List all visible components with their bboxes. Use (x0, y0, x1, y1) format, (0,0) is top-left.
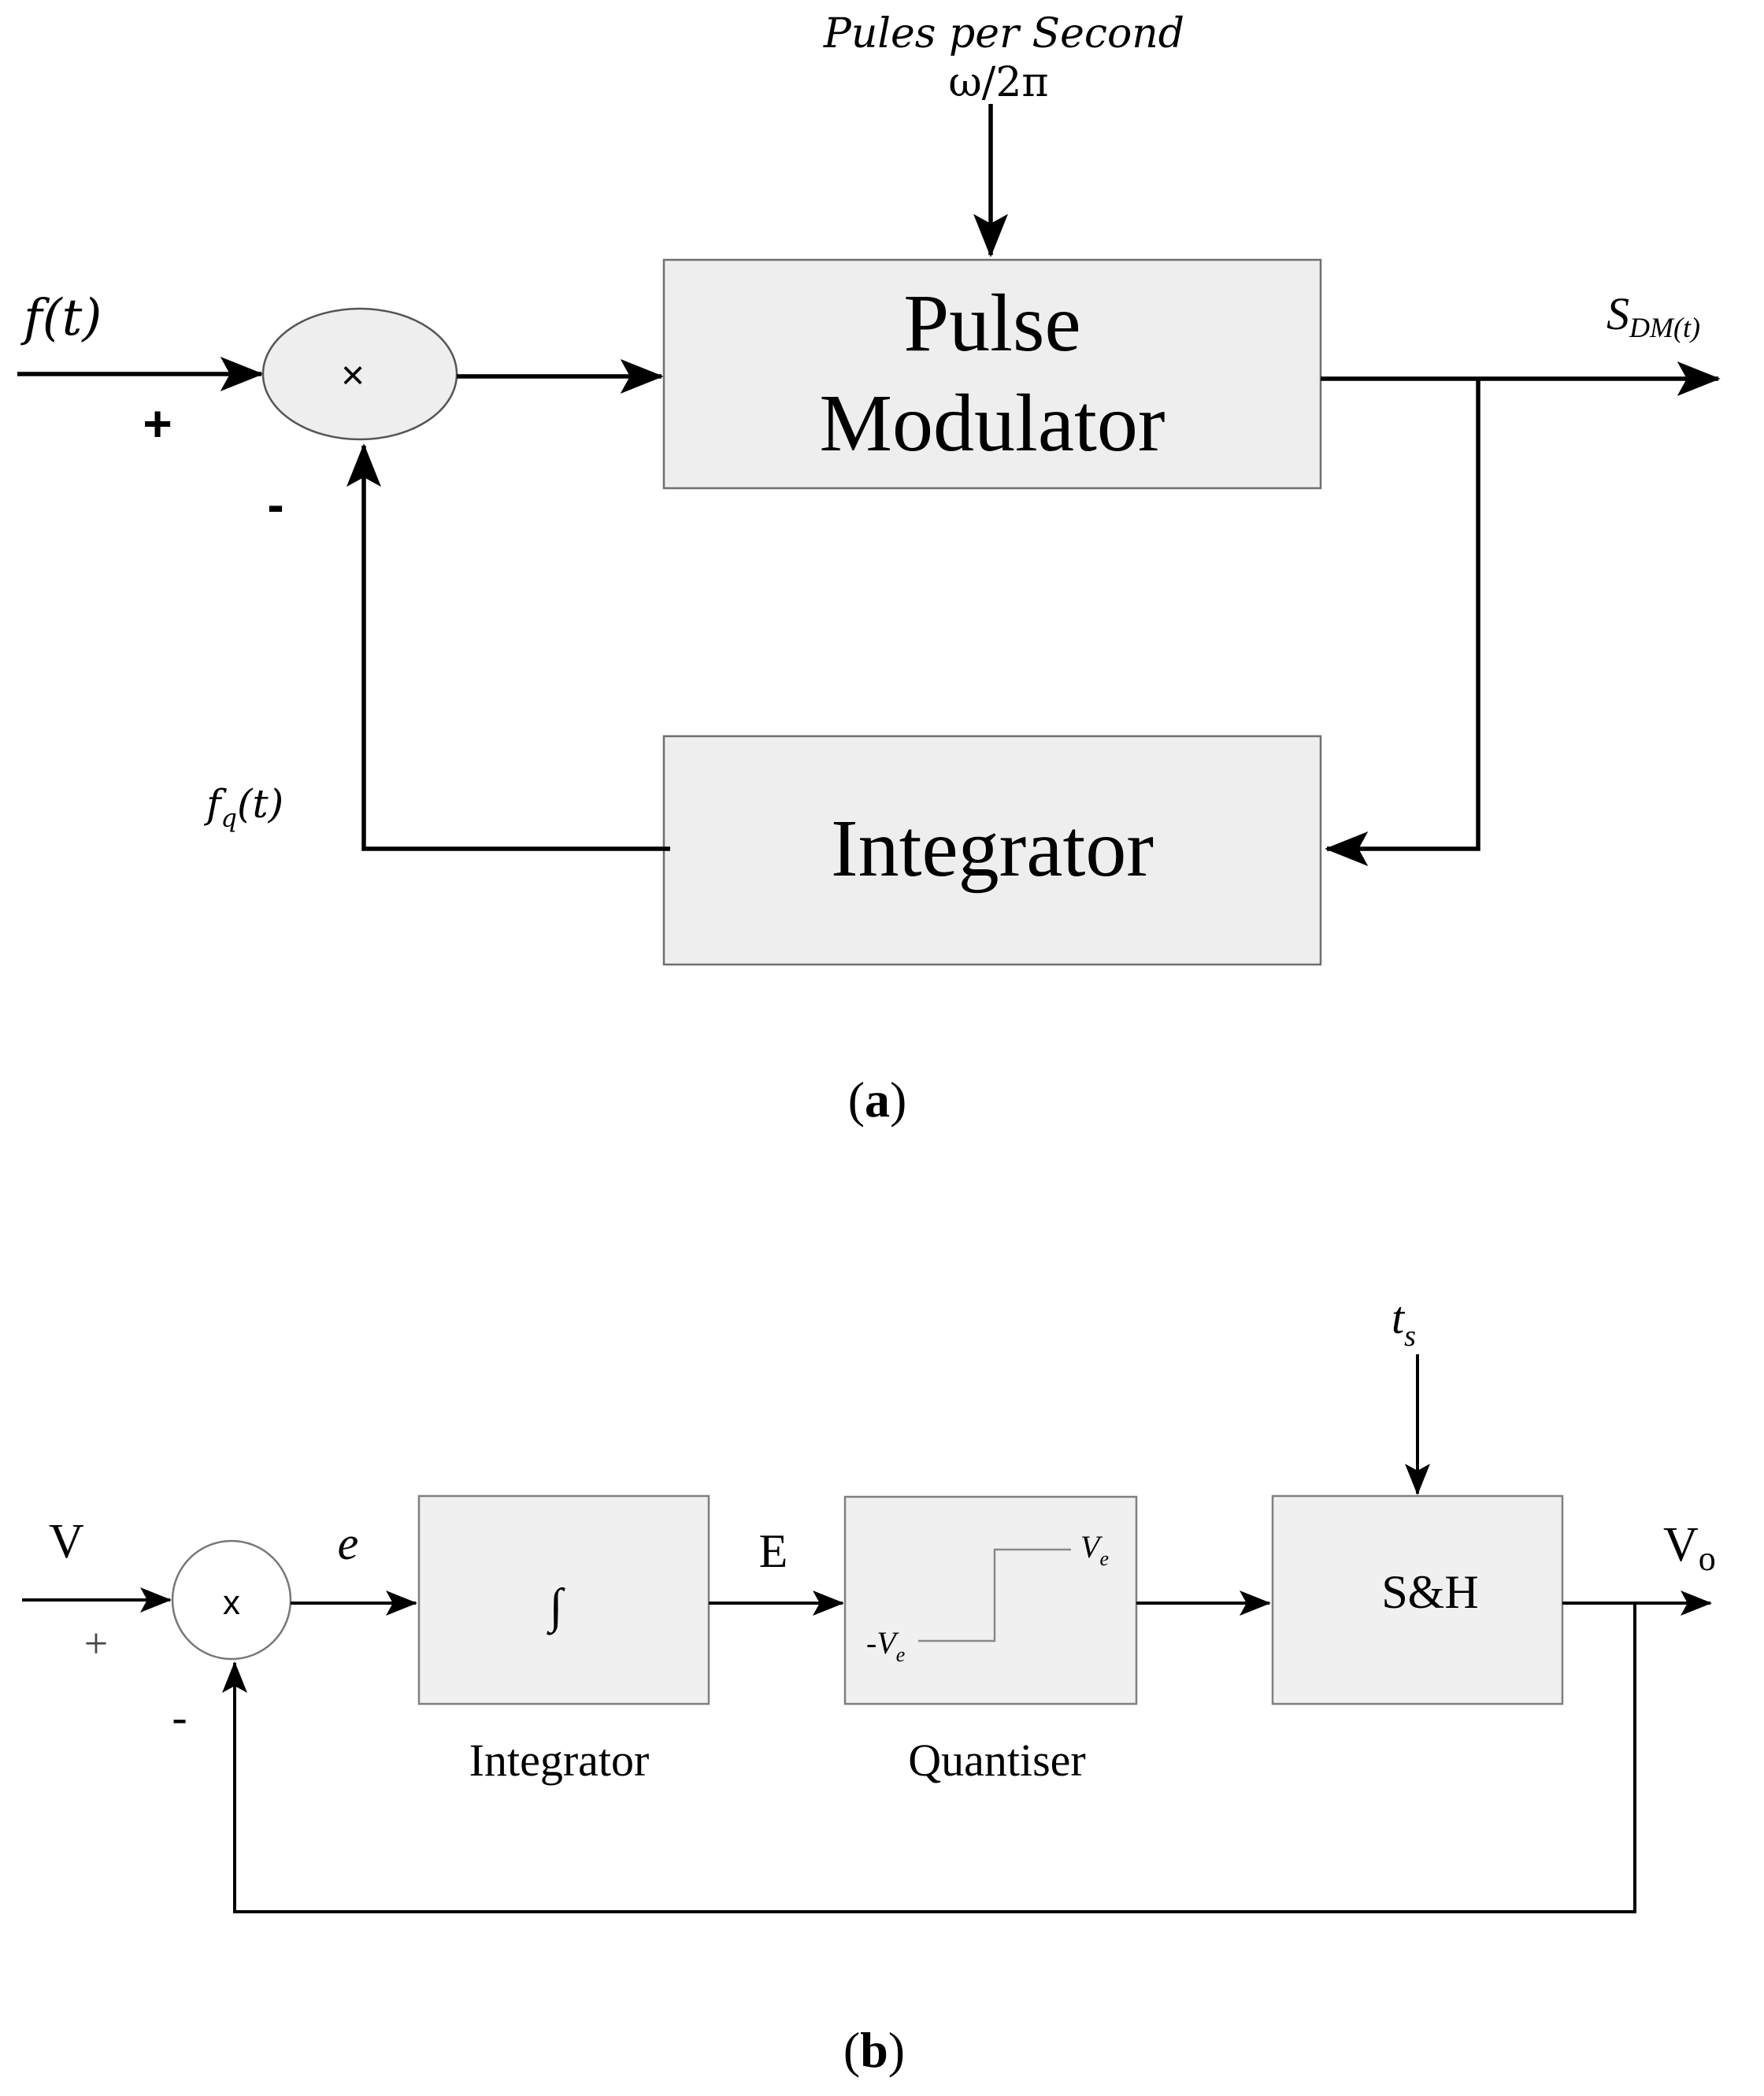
input-label: f(t) (20, 289, 102, 347)
feedback-label: fq(t) (203, 781, 284, 833)
modulator-label-line1: Pulse (903, 278, 1080, 368)
integrator-block-b (417, 1494, 710, 1705)
input-label-v: V (49, 1515, 84, 1568)
quantiser-high-label: Ve (1080, 1529, 1109, 1570)
integrator-caption: Integrator (469, 1735, 650, 1786)
caption-b: (b) (843, 2022, 905, 2078)
feedback-return-line (346, 443, 670, 851)
feedback-down-line (1325, 379, 1480, 866)
plus-sign-b: + (84, 1620, 108, 1667)
integrator-block (662, 735, 1322, 966)
sample-hold-label: S&H (1381, 1566, 1478, 1618)
minus-sign-b: - (172, 1691, 187, 1742)
integrator-label: Integrator (831, 803, 1154, 894)
diagram-a: Pules per Second ω/2π f(t) + - × Pulse M… (17, 10, 1721, 1128)
sample-time-label: ts (1392, 1292, 1416, 1353)
minus-sign: - (267, 476, 284, 533)
mixer-symbol-b: x (223, 1583, 240, 1622)
pulse-rate-label: Pules per Second (823, 10, 1184, 57)
mixer-node-b (171, 1539, 292, 1661)
sample-hold-block (1271, 1494, 1564, 1705)
caption-a: (a) (848, 1072, 907, 1128)
integrator-symbol: ∫ (547, 1579, 566, 1635)
quantiser-low-label: -Ve (866, 1625, 905, 1666)
quantiser-caption: Quantiser (908, 1735, 1086, 1786)
output-label-vo: Vo (1663, 1518, 1716, 1578)
integrated-error-label: E (759, 1525, 788, 1577)
feedback-path-b (222, 1603, 1636, 1913)
plus-sign: + (143, 395, 172, 452)
pulse-rate-value: ω/2π (948, 59, 1048, 106)
quantiser-block (843, 1495, 1138, 1705)
mixer-symbol: × (341, 353, 365, 398)
error-label: e (338, 1517, 359, 1569)
pulse-modulator-block (662, 258, 1322, 490)
mixer-node (261, 307, 458, 441)
diagram-b: ts V + - x e ∫ Integrator E Ve -Ve Quant… (22, 1292, 1716, 2078)
quantiser-step-curve (918, 1548, 1071, 1642)
output-label: SDM(t) (1606, 288, 1700, 343)
modulator-label-line2: Modulator (819, 378, 1165, 468)
